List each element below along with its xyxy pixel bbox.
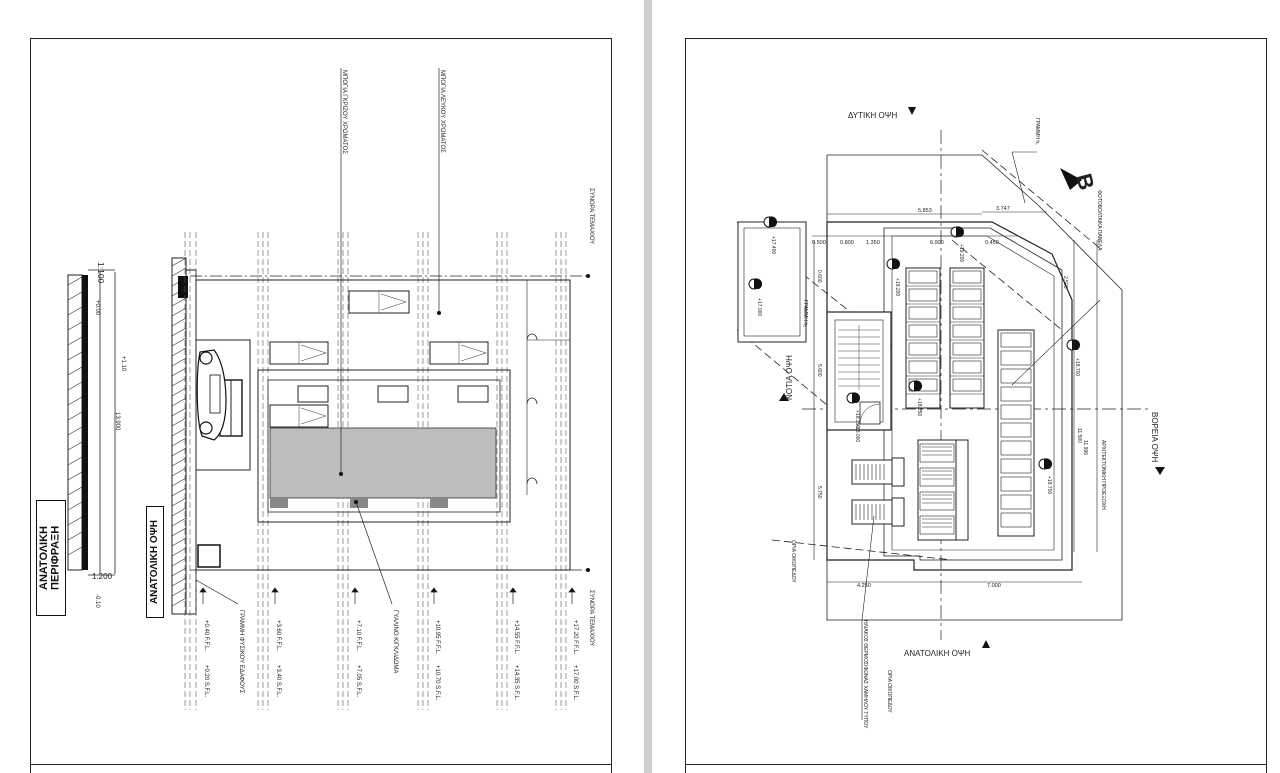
level-2-ff: +7.10 F.F.L.	[355, 620, 361, 652]
left-scale-top: 1:100	[96, 262, 106, 284]
level-3-ff: +10.95 F.F.L.	[434, 620, 440, 655]
line-h2-label: ΓΡΑΜΜΗ h₂	[802, 300, 808, 327]
dim-3747: 3.747	[996, 206, 1010, 212]
level-4-ff: +14.55 F.F.L.	[513, 620, 519, 655]
elev-1: +17.400	[770, 236, 776, 254]
dim-0800: 0.800	[840, 240, 854, 246]
dim-1: +1.10	[120, 356, 126, 372]
level-0-ff: +0.40 F.F.L.	[203, 620, 209, 652]
elev-3: +18.200	[894, 278, 900, 296]
west-view-label: ΔΥΤΙΚΗ ΟΨΗ	[848, 111, 897, 120]
dim-2500: 2.500	[1062, 276, 1068, 289]
building-limit-bottom: ΟΡΙΑ ΟΙΚΟΠΕΔΟΥ	[886, 670, 892, 713]
level-1-ff: +3.60 F.F.L.	[275, 620, 281, 652]
dim-0500: 0.500	[812, 240, 826, 246]
dim-1350: 1.350	[866, 240, 880, 246]
left-sheet-border	[30, 38, 612, 773]
title-opsi: ΑΝΑΤΟΛΙΚΗ ΟΨΗ	[148, 519, 160, 605]
leader-grey-label: ΜΠΟΓΙΑ ΓΚΡΙΖΟΥ ΧΡΩΜΑΤΟΣ	[341, 70, 347, 154]
dim-neg: -0.10	[94, 594, 100, 608]
section-letter: B	[1071, 171, 1099, 193]
level-1-sfl: +3.40 S.F.L.	[275, 665, 281, 698]
dim-11500: 11.500	[1076, 428, 1082, 443]
dim-5600: 5.600	[816, 364, 822, 377]
building-limit-top: ΟΡΙΑ ΟΙΚΟΠΕΔΟΥ	[790, 540, 796, 583]
dim-0450: 0.450	[985, 240, 999, 246]
page-gap	[644, 0, 652, 773]
arch-projection-label: ΑΡΧΙΤΕΚΤΟΝΙΚΗ ΠΡΟΕΞΟΧΗ	[1100, 440, 1106, 510]
glass-label: ΓΥΑΛΙΝΟ ΚΙΓΚΛΙΔΩΜΑ	[392, 610, 398, 673]
south-view-label: ΝΟΤΙΑ ΟΨΗ	[785, 355, 794, 400]
dim-0600: 0.600	[816, 270, 822, 283]
right-title-strip	[685, 764, 1267, 773]
east-view-label: ΑΝΑΤΟΛΙΚΗ ΟΨΗ	[904, 649, 970, 658]
dim-7000: 7.000	[987, 583, 1001, 589]
dim-total: 13.900	[114, 412, 120, 431]
title-perifraxi-box: ΑΝΑΤΟΛΙΚΗ ΠΕΡΙΦΡΑΞΗ	[36, 500, 66, 616]
elev-6: +18.350	[854, 410, 860, 428]
level-2-sfl: +7.05 S.F.L.	[355, 665, 361, 698]
elev-4: +19.200	[958, 244, 964, 262]
solar-heater-label: ΗΛΙΑΚΟΣ ΘΕΡΜΟΣΙΦΩΝΑΣ ΧΑΜΗΛΟΥ ΤΥΠΟΥ	[862, 620, 868, 729]
title-perifraxi: ΑΝΑΤΟΛΙΚΗ ΠΕΡΙΦΡΑΞΗ	[38, 525, 62, 591]
boundary-bottom-label: ΣΥΝΟΡΑ ΤΕΜΑΧΙΟΥ	[588, 590, 594, 646]
level-0-sfl: +0.20 S.F.L.	[203, 665, 209, 698]
dim-6900: 6.900	[930, 240, 944, 246]
level-5-ff: +17.20 F.F.L.	[572, 620, 578, 655]
elev-9: +18.000	[854, 424, 860, 442]
level-4-sfl: +14.35 S.F.L.	[513, 665, 519, 701]
title-opsi-box: ΑΝΑΤΟΛΙΚΗ ΟΨΗ	[146, 506, 164, 618]
car-sketch	[196, 349, 227, 441]
left-sheet: 1:100 +0.00 +1.10 13.900 1.200 -0.10 ΜΠΟ…	[0, 0, 644, 773]
boundary-top-label: ΣΥΝΟΡΑ ΤΕΜΑΧΙΟΥ	[588, 188, 594, 244]
left-scale-bottom: 1.200	[92, 572, 113, 581]
dim-4250: 4.250	[857, 583, 871, 589]
leader-white-label: ΜΠΟΓΙΑ ΛΕΥΚΟΥ ΧΡΩΜΑΤΟΣ	[439, 70, 445, 153]
east-elevation-drawing: 1:100 +0.00 +1.10 13.900 1.200 -0.10 ΜΠΟ…	[67, 68, 594, 710]
line-h-label: ΓΡΑΜΜΗ h₁	[1034, 118, 1040, 145]
dim-0: +0.00	[94, 300, 100, 316]
dim-5853: 5.853	[918, 208, 932, 214]
elev-8: +18.700	[1046, 476, 1052, 494]
left-title-strip	[30, 764, 612, 773]
pv-label: ΦΩΤΟΒΟΛΤΑΙΚΑ ΠΑΝΕΛΑ	[1096, 190, 1102, 251]
right-sheet: ΔΥΤΙΚΗ ΟΨΗ ΑΝΑΤΟΛΙΚΗ ΟΨΗ ΒΟΡΕΙΑ ΟΨΗ ΝΟΤΙ…	[652, 0, 1280, 773]
elev-5: +18.250	[916, 398, 922, 416]
elev-7: +18.700	[1074, 358, 1080, 376]
level-5-sfl: +17.00 S.F.L.	[572, 665, 578, 701]
dim-5750: 5.750	[816, 486, 822, 499]
north-view-label: ΒΟΡΕΙΑ ΟΨΗ	[1150, 412, 1159, 462]
level-3-sfl: +10.70 S.F.L.	[434, 665, 440, 701]
roof-plan-drawing: ΔΥΤΙΚΗ ΟΨΗ ΑΝΑΤΟΛΙΚΗ ΟΨΗ ΒΟΡΕΙΑ ΟΨΗ ΝΟΤΙ…	[736, 107, 1165, 729]
right-sheet-border	[685, 38, 1267, 773]
dim-11996: 11.996	[1082, 440, 1088, 455]
ground-line-label: ΓΡΑΜΜΗ ΦΥΣΙΚΟΥ ΕΔΑΦΟΥΣ	[238, 610, 244, 694]
elev-2: +17.000	[756, 298, 762, 316]
